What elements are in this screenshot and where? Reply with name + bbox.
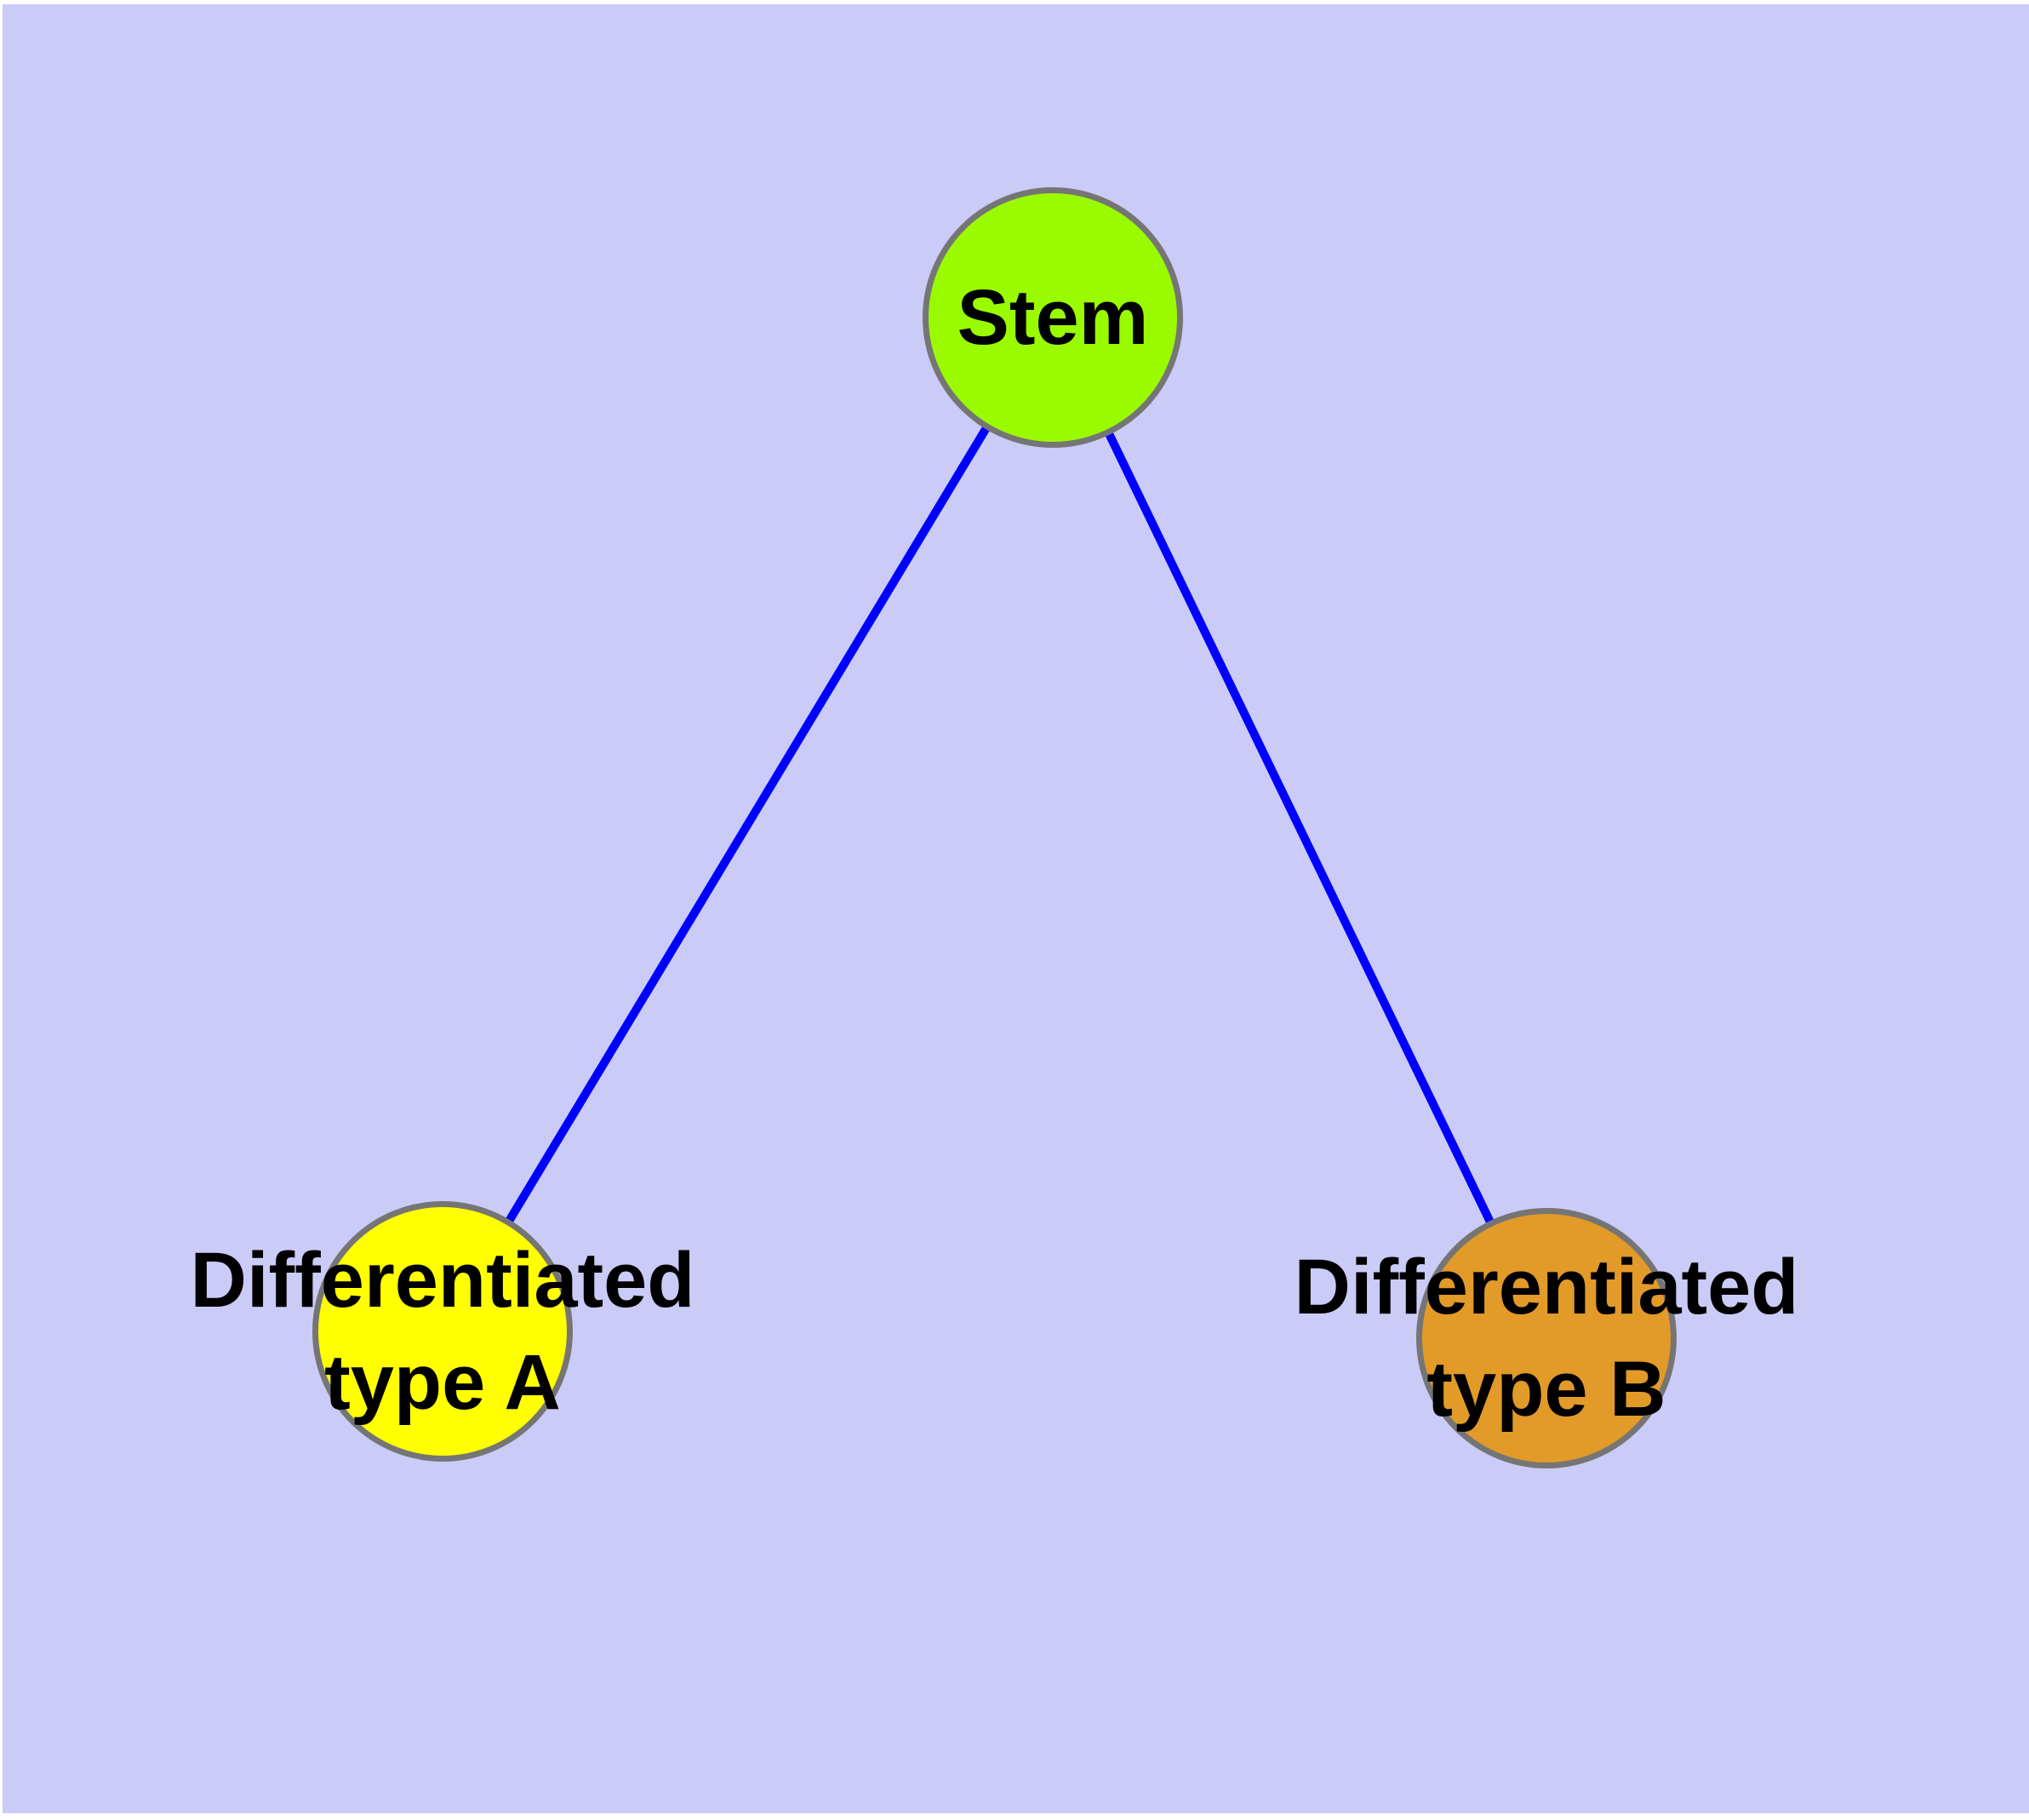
node-label-type-b-line2: type B [1426, 1346, 1666, 1433]
edge-stem-to-type-a [438, 315, 1057, 1334]
node-differentiated-type-b [1416, 1208, 1677, 1468]
node-label-type-a-line2: type A [324, 1339, 561, 1426]
node-label-differentiated-type-b: Differentiated type B [1295, 1236, 1799, 1440]
node-label-stem-line: Stem [957, 274, 1149, 361]
node-stem [923, 187, 1183, 448]
node-label-type-a-line1: Differentiated [190, 1237, 695, 1324]
node-label-type-b-line1: Differentiated [1294, 1244, 1799, 1331]
node-label-differentiated-type-a: Differentiated type A [191, 1229, 695, 1434]
edge-stem-to-type-b [1049, 315, 1551, 1341]
node-differentiated-type-a [312, 1201, 573, 1462]
node-label-stem: Stem [957, 266, 1149, 369]
